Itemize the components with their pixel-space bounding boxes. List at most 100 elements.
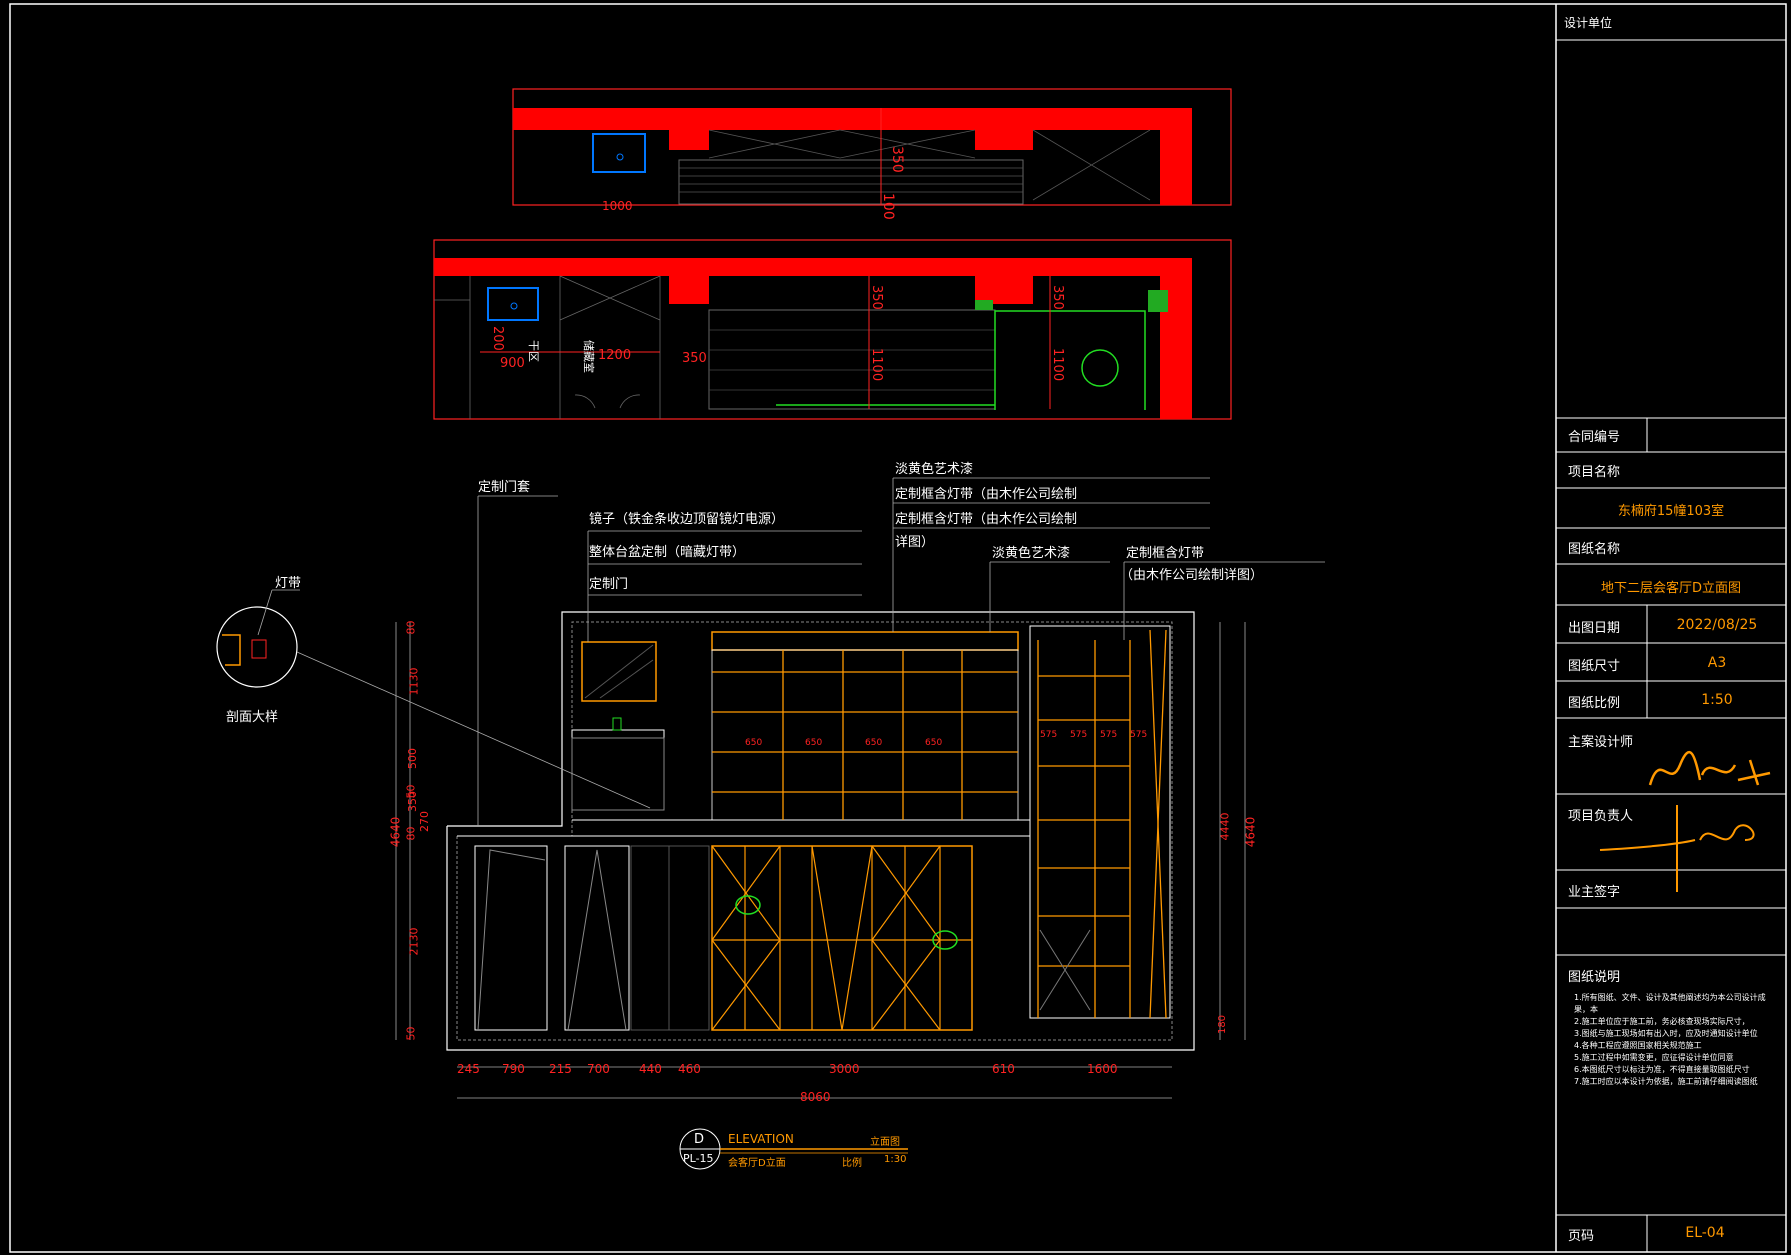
shelf-dims: 650 650 650 650 575 575 575 575 xyxy=(730,730,1170,752)
elevation-view xyxy=(216,477,1325,1170)
contract-no-label: 合同编号 xyxy=(1568,430,1621,445)
dim-350-d: 350 xyxy=(1050,285,1065,310)
dim-s-650d: 650 xyxy=(925,738,943,748)
project-name-label: 项目名称 xyxy=(1568,465,1621,480)
scale-value: 1:50 xyxy=(1701,692,1733,708)
note-line: 7.施工时应以本设计为依据，施工前请仔细阅读图纸 xyxy=(1574,1077,1758,1086)
dim-b-245: 245 xyxy=(457,1062,480,1076)
note-line: 2.施工单位应于施工前，务必核查现场实际尺寸， xyxy=(1574,1017,1750,1026)
dim-350: 350 xyxy=(889,146,905,173)
plan-view-lower: 200 900 1200 350 1100 1100 350 350 干区 储藏… xyxy=(433,239,1232,420)
label-light-yellow-paint-1: 淡黄色艺术漆 xyxy=(895,462,974,477)
dim-1000: 1000 xyxy=(602,199,633,213)
dim-b-460: 460 xyxy=(678,1062,701,1076)
dim-s-575a: 575 xyxy=(1040,730,1058,740)
paper-size-value: A3 xyxy=(1707,655,1727,671)
dim-b-700: 700 xyxy=(587,1062,610,1076)
chief-designer-signature xyxy=(1648,750,1771,786)
dim-l-80: 80 xyxy=(404,620,418,635)
date-value: 2022/08/25 xyxy=(1676,617,1758,633)
note-line: 4.各种工程应遵照国家相关规范施工 xyxy=(1574,1041,1702,1050)
dim-l-80b: 80 xyxy=(404,826,418,841)
dim-l-350: 350 xyxy=(406,791,419,812)
project-lead-label: 项目负责人 xyxy=(1568,809,1634,824)
project-name-value: 东楠府15幢103室 xyxy=(1617,504,1725,519)
label-light-yellow-paint-2: 淡黄色艺术漆 xyxy=(992,546,1071,561)
label-frame-light-3: 定制框含灯带 xyxy=(1126,546,1205,561)
owner-signature-label: 业主签字 xyxy=(1568,885,1621,900)
note-line: 6.本图纸尺寸以标注为准，不得直接量取图纸尺寸 xyxy=(1574,1065,1750,1074)
notes-list: 1.所有图纸、文件、设计及其他阐述均为本公司设计成果，本 2.施工单位应于施工前… xyxy=(1574,992,1774,1088)
elevation-marker-letter: D xyxy=(694,1132,705,1147)
elevation-marker-ref: PL-15 xyxy=(683,1152,714,1165)
dim-200: 200 xyxy=(490,326,505,351)
project-lead-signature xyxy=(1599,805,1755,892)
label-frame-light-3b: （由木作公司绘制详图） xyxy=(1120,568,1264,583)
page-value: EL-04 xyxy=(1685,1225,1725,1241)
dim-s-575c: 575 xyxy=(1100,730,1118,740)
dim-1200: 1200 xyxy=(598,348,631,363)
dim-l-50b: 50 xyxy=(404,1026,418,1041)
notes-title: 图纸说明 xyxy=(1568,970,1621,985)
drawing-name-value: 地下二层会客厅D立面图 xyxy=(1600,581,1741,596)
left-dims: 80 1130 500 50 350 80 270 2130 50 4640 xyxy=(380,615,431,1045)
dim-900: 900 xyxy=(500,356,525,371)
dim-b-215: 215 xyxy=(549,1062,572,1076)
label-custom-door: 定制门 xyxy=(589,577,629,592)
elevation-title-cn: 立面图 xyxy=(870,1137,900,1148)
dim-r-180: 180 xyxy=(1217,1014,1229,1035)
label-mirror: 镜子（铁金条收边顶留镜灯电源） xyxy=(589,512,785,527)
room-wine: 储藏室 xyxy=(582,340,596,373)
dim-b-3000: 3000 xyxy=(829,1062,860,1076)
label-detail-drawing: 详图） xyxy=(895,535,935,550)
label-section-detail: 剖面大样 xyxy=(226,710,279,725)
titleblock-grid xyxy=(1556,39,1786,1252)
label-light-strip: 灯带 xyxy=(275,576,302,591)
right-dims: 4440 180 4640 xyxy=(1205,615,1260,1045)
dim-r-4440: 4440 xyxy=(1218,812,1232,841)
bottom-dims: 245 790 215 700 440 460 3000 610 1600 xyxy=(457,1062,1172,1078)
note-line: 5.施工过程中如需变更，应征得设计单位同意 xyxy=(1574,1053,1734,1062)
dim-l-total: 4640 xyxy=(388,816,403,848)
dim-1100-b: 1100 xyxy=(1050,348,1065,381)
dim-1100-a: 1100 xyxy=(869,348,884,381)
elevation-scale-value: 1:30 xyxy=(884,1154,907,1165)
dim-s-575d: 575 xyxy=(1130,730,1148,740)
label-custom-door-cover: 定制门套 xyxy=(478,480,531,495)
dim-l-270: 270 xyxy=(418,811,431,832)
elevation-scale-label: 比例 xyxy=(842,1158,862,1169)
dim-l-1130: 1130 xyxy=(407,667,421,696)
dim-l-2130: 2130 xyxy=(407,927,421,956)
elevation-title-en: ELEVATION xyxy=(728,1132,794,1146)
dim-b-440: 440 xyxy=(639,1062,662,1076)
paper-size-label: 图纸尺寸 xyxy=(1568,659,1621,674)
dim-l-500: 500 xyxy=(406,748,419,769)
note-line: 1.所有图纸、文件、设计及其他阐述均为本公司设计成果，本 xyxy=(1574,993,1766,1014)
scale-label: 图纸比例 xyxy=(1568,696,1621,711)
dim-100: 100 xyxy=(880,193,896,220)
drawing-name-label: 图纸名称 xyxy=(1568,542,1621,557)
dim-b-1600: 1600 xyxy=(1087,1062,1118,1076)
label-frame-light-2: 定制框含灯带（由木作公司绘制 xyxy=(895,512,1078,527)
elevation-subtitle: 会客厅D立面 xyxy=(728,1158,786,1169)
dim-350-c: 350 xyxy=(869,285,884,310)
dim-s-650b: 650 xyxy=(805,738,823,748)
design-unit-label: 设计单位 xyxy=(1564,16,1613,30)
sheet-frame xyxy=(9,3,1787,1253)
dim-350-b: 350 xyxy=(682,351,707,366)
note-line: 3.图纸与施工现场如有出入时，应及时通知设计单位 xyxy=(1574,1029,1758,1038)
room-dry: 干区 xyxy=(527,340,540,362)
dim-s-650c: 650 xyxy=(865,738,883,748)
chief-designer-label: 主案设计师 xyxy=(1568,735,1634,750)
dim-b-790: 790 xyxy=(502,1062,525,1076)
plan-view-upper: 350 100 1000 xyxy=(512,88,1232,220)
section-detail-circle xyxy=(216,606,298,688)
page-label: 页码 xyxy=(1568,1229,1595,1244)
dim-r-total: 4640 xyxy=(1243,816,1258,848)
dim-s-575b: 575 xyxy=(1070,730,1088,740)
date-label: 出图日期 xyxy=(1568,621,1621,636)
dim-b-610: 610 xyxy=(992,1062,1015,1076)
dim-total-8060: 8060 xyxy=(800,1090,831,1104)
label-frame-light-1: 定制框含灯带（由木作公司绘制 xyxy=(895,487,1078,502)
